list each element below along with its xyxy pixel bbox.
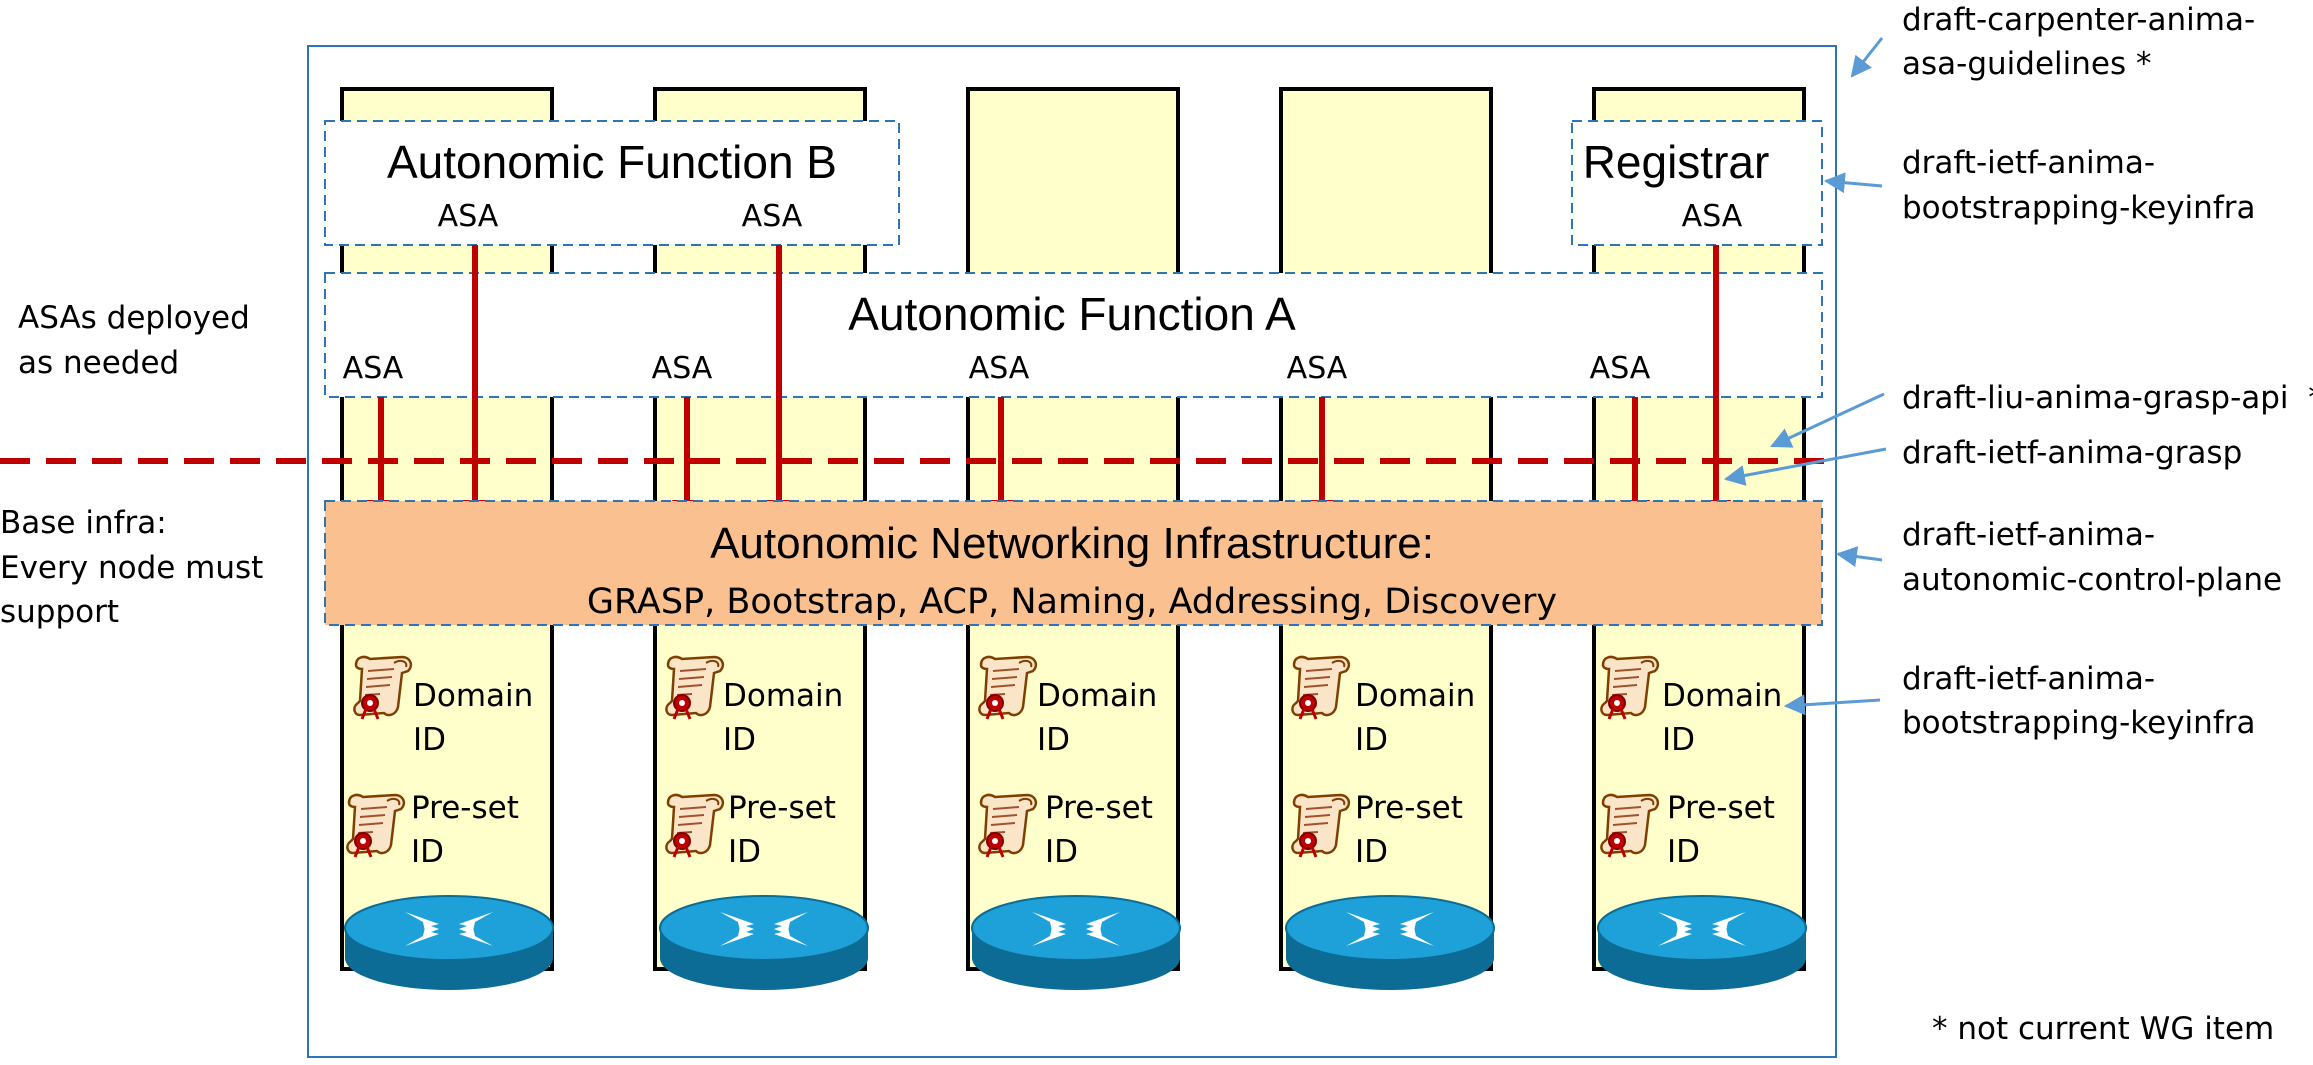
preset-id-label: Pre-set [1045, 790, 1153, 826]
draft-keyinfra-registrar: draft-ietf-anima- [1902, 145, 2155, 181]
asa-label: ASA [652, 351, 713, 386]
draft-asa-guidelines: draft-carpenter-anima- [1902, 2, 2255, 38]
preset-id-label: ID [1355, 834, 1388, 870]
draft-asa-guidelines: asa-guidelines * [1902, 46, 2151, 82]
pointer-arrow [1835, 546, 1883, 567]
draft-acp: autonomic-control-plane [1902, 562, 2282, 598]
router-icon [971, 895, 1181, 991]
draft-references: draft-carpenter-anima- asa-guidelines * … [1902, 2, 2313, 1047]
pointer-arrow [1850, 37, 1884, 78]
preset-id-label: Pre-set [728, 790, 836, 826]
autonomic-networking-infrastructure: Autonomic Networking Infrastructure: GRA… [324, 500, 1823, 626]
draft-acp: draft-ietf-anima- [1902, 517, 2155, 553]
domain-id-label: Domain [1355, 678, 1475, 714]
preset-id-label: ID [728, 834, 761, 870]
draft-keyinfra-domain: bootstrapping-keyinfra [1902, 705, 2255, 741]
pointer-arrows [1723, 37, 1887, 716]
infrastructure-box [324, 500, 1823, 626]
pointer-arrow [1823, 172, 1883, 194]
domain-id-label: Domain [1037, 678, 1157, 714]
router-icon [1597, 895, 1807, 991]
base-infra-label: support [0, 594, 119, 630]
asa-label: ASA [969, 351, 1030, 386]
draft-keyinfra-domain: draft-ietf-anima- [1902, 661, 2155, 697]
routers [344, 895, 1807, 991]
asa-label: ASA [742, 199, 803, 234]
draft-grasp-api: draft-liu-anima-grasp-api * [1902, 380, 2313, 416]
infrastructure-title: Autonomic Networking Infrastructure: [710, 519, 1434, 568]
asa-label: ASA [343, 351, 404, 386]
base-infra-label: Base infra: [0, 505, 167, 541]
preset-id-label: Pre-set [1355, 790, 1463, 826]
asa-label: ASA [1287, 351, 1348, 386]
router-icon [659, 895, 869, 991]
domain-id-label: ID [1662, 722, 1695, 758]
asa-label: ASA [1682, 199, 1743, 234]
autonomic-function-b: Autonomic Function B ASA ASA [324, 120, 900, 246]
asa-label: ASA [438, 199, 499, 234]
function-a-title: Autonomic Function A [848, 288, 1296, 340]
domain-id-label: ID [1037, 722, 1070, 758]
asa-label: ASA [1590, 351, 1651, 386]
node-identities: Domain ID Pre-set ID Domain ID Pre-set I… [345, 655, 1782, 870]
preset-id-label: ID [1667, 834, 1700, 870]
footnote: * not current WG item [1932, 1011, 2274, 1047]
domain-id-label: Domain [723, 678, 843, 714]
preset-id-label: ID [411, 834, 444, 870]
draft-grasp: draft-ietf-anima-grasp [1902, 435, 2242, 471]
function-b-title: Autonomic Function B [387, 136, 837, 188]
base-infra-label: Every node must [0, 550, 263, 586]
left-labels: ASAs deployed as needed Base infra: Ever… [0, 300, 263, 630]
domain-id-label: Domain [1662, 678, 1782, 714]
domain-id-label: Domain [413, 678, 533, 714]
infrastructure-subtitle: GRASP, Bootstrap, ACP, Naming, Addressin… [587, 582, 1557, 622]
pointer-arrow [1723, 447, 1887, 486]
function-a-box [324, 272, 1823, 398]
pointer-arrow [1770, 392, 1885, 448]
draft-keyinfra-registrar: bootstrapping-keyinfra [1902, 190, 2255, 226]
domain-id-label: ID [413, 722, 446, 758]
registrar-box [1571, 120, 1823, 246]
domain-id-label: ID [723, 722, 756, 758]
domain-id-label: ID [1355, 722, 1388, 758]
registrar-title: Registrar [1583, 136, 1770, 188]
pointer-arrow [1783, 694, 1881, 716]
asas-deployed-label: ASAs deployed [18, 300, 250, 336]
registrar: Registrar ASA [1571, 120, 1823, 246]
router-icon [1285, 895, 1495, 991]
preset-id-label: Pre-set [411, 790, 519, 826]
asa-arrows [366, 245, 1731, 530]
function-b-box [324, 120, 900, 246]
preset-id-label: ID [1045, 834, 1078, 870]
preset-id-label: Pre-set [1667, 790, 1775, 826]
autonomic-function-a: Autonomic Function A ASA ASA ASA ASA ASA [324, 272, 1823, 398]
router-icon [344, 895, 554, 991]
asas-deployed-label: as needed [18, 345, 179, 381]
